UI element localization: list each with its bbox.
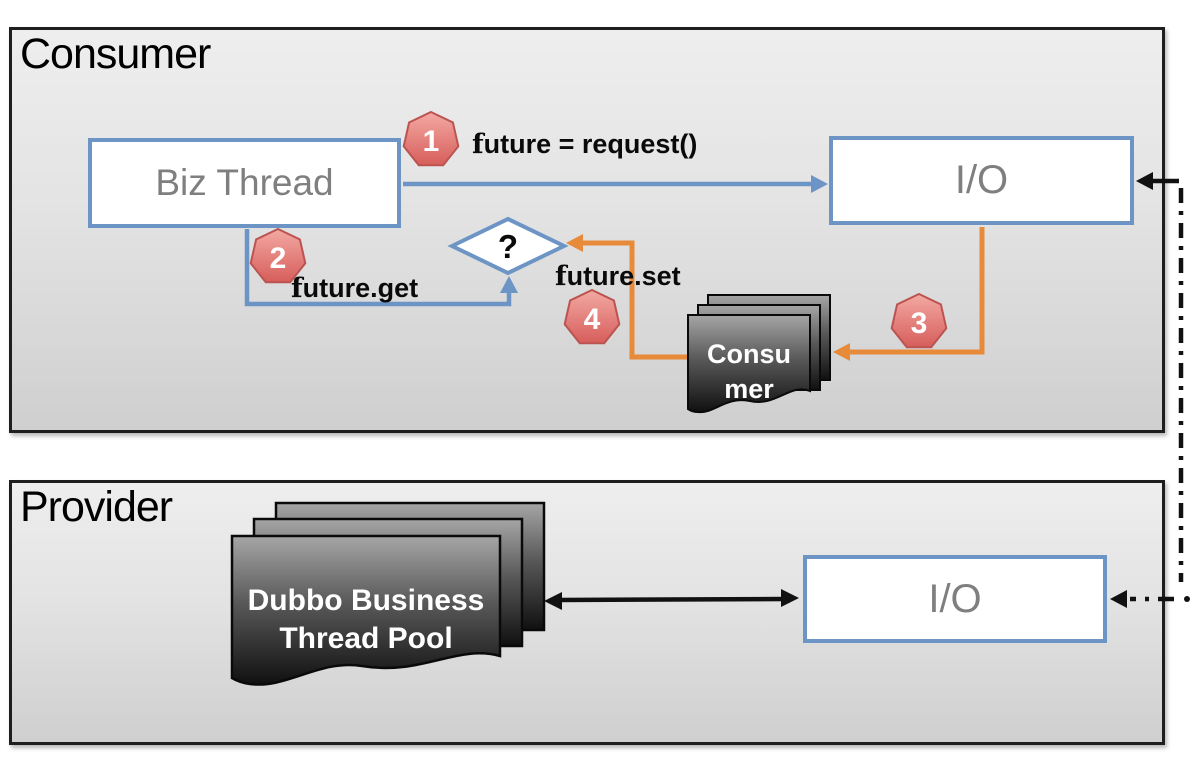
provider-panel-title: Provider — [20, 483, 173, 531]
future-get-label: future.get — [291, 273, 419, 304]
consumer-panel-title: Consumer — [20, 30, 211, 78]
request-call-label: future = request() — [472, 129, 698, 160]
biz-thread-label: Biz Thread — [155, 162, 334, 203]
future-set-label: future.set — [555, 261, 681, 292]
io-node-consumer: I/O — [829, 136, 1134, 225]
io-provider-label: I/O — [928, 576, 982, 621]
consumer-panel: Consumer — [9, 27, 1165, 433]
io-consumer-label: I/O — [954, 158, 1009, 202]
biz-thread-node: Biz Thread — [88, 138, 401, 228]
io-node-provider: I/O — [803, 555, 1107, 643]
